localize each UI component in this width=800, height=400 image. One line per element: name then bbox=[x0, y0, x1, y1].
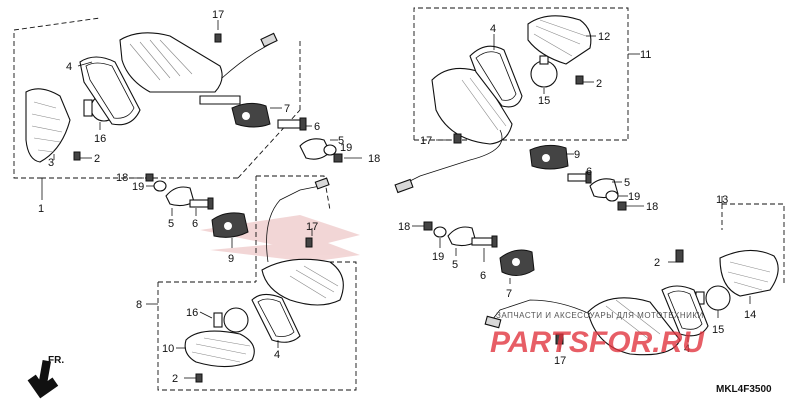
label-18-a: 18 bbox=[368, 153, 380, 165]
callout-labels: 1 2 2 2 2 3 4 4 4 4 5 5 5 5 6 6 6 6 7 7 … bbox=[38, 9, 756, 385]
diagram-code: MKL4F3500 bbox=[716, 384, 772, 395]
label-7-b: 7 bbox=[506, 288, 512, 300]
lens-3 bbox=[25, 88, 71, 163]
group-13-rear-right-winker bbox=[484, 196, 785, 356]
label-2-c: 2 bbox=[654, 257, 660, 269]
label-5-a: 5 bbox=[338, 135, 344, 147]
gasket-4c bbox=[469, 45, 523, 108]
washer-19 bbox=[323, 144, 337, 156]
group-8-rear-left-winker bbox=[146, 175, 357, 391]
label-4-d: 4 bbox=[684, 343, 690, 355]
label-2-a: 2 bbox=[94, 153, 100, 165]
label-1: 1 bbox=[38, 203, 44, 215]
watermark-brand: PARTSFOR.RU bbox=[490, 326, 705, 359]
label-6-c: 6 bbox=[586, 166, 592, 178]
group-1-front-left-winker bbox=[13, 17, 301, 200]
gasket-4b bbox=[251, 293, 301, 343]
label-10: 10 bbox=[162, 343, 174, 355]
label-12: 12 bbox=[598, 31, 610, 43]
group-11-mount-parts bbox=[529, 144, 644, 211]
label-18-c: 18 bbox=[646, 201, 658, 213]
direction-label: FR. bbox=[48, 355, 64, 366]
label-19-c: 19 bbox=[628, 191, 640, 203]
label-4-c: 4 bbox=[274, 349, 280, 361]
housing-13 bbox=[587, 297, 681, 356]
label-5-b: 5 bbox=[168, 218, 174, 230]
mount-rubber-7 bbox=[231, 102, 271, 128]
label-4-a: 4 bbox=[66, 61, 72, 73]
label-17-a: 17 bbox=[212, 9, 224, 21]
label-15-b: 15 bbox=[712, 324, 724, 336]
label-8: 8 bbox=[136, 299, 142, 311]
background-logo bbox=[200, 215, 360, 262]
screw-17 bbox=[214, 33, 222, 43]
label-16-b: 16 bbox=[186, 307, 198, 319]
gasket-4 bbox=[79, 56, 141, 126]
nut-18 bbox=[333, 153, 343, 163]
label-6-d: 6 bbox=[480, 270, 486, 282]
label-7-a: 7 bbox=[284, 103, 290, 115]
front-direction-arrow bbox=[27, 360, 59, 399]
gasket-4d bbox=[661, 285, 709, 337]
lower-center-mount bbox=[412, 221, 535, 284]
label-5-c: 5 bbox=[624, 177, 630, 189]
bolt-6 bbox=[277, 119, 301, 129]
label-3: 3 bbox=[48, 157, 54, 169]
watermark-tagline: ЗАПЧАСТИ И АКСЕССУАРЫ ДЛЯ МОТОТЕХНИКИ bbox=[496, 311, 704, 320]
label-19-d: 19 bbox=[432, 251, 444, 263]
center-mount-set bbox=[132, 173, 249, 248]
label-11: 11 bbox=[640, 49, 651, 61]
bulb-15 bbox=[530, 60, 558, 88]
housing-8 bbox=[261, 258, 344, 306]
group-11-front-right-winker bbox=[394, 7, 640, 194]
label-19-a: 19 bbox=[340, 142, 352, 154]
lens-12 bbox=[527, 15, 592, 65]
bulb-16b bbox=[223, 307, 249, 333]
label-16-a: 16 bbox=[94, 133, 106, 145]
label-9-a: 9 bbox=[228, 253, 234, 265]
group-1-mount-parts bbox=[231, 102, 362, 163]
label-6-a: 6 bbox=[314, 121, 320, 133]
label-17-c: 17 bbox=[306, 221, 318, 233]
label-17-b: 17 bbox=[420, 135, 432, 147]
label-13: 13 bbox=[716, 194, 728, 206]
label-17-d: 17 bbox=[554, 355, 566, 367]
bulb-15b bbox=[705, 285, 731, 311]
label-9-b: 9 bbox=[574, 149, 580, 161]
label-15-a: 15 bbox=[538, 95, 550, 107]
lens-14 bbox=[719, 249, 779, 297]
label-5-d: 5 bbox=[452, 259, 458, 271]
label-18-b: 18 bbox=[116, 172, 128, 184]
label-2-b: 2 bbox=[596, 78, 602, 90]
label-4-b: 4 bbox=[490, 23, 496, 35]
label-2-d: 2 bbox=[172, 373, 178, 385]
housing bbox=[119, 32, 223, 93]
label-14: 14 bbox=[744, 309, 756, 321]
label-18-d: 18 bbox=[398, 221, 410, 233]
label-6-b: 6 bbox=[192, 218, 198, 230]
housing-11 bbox=[431, 67, 513, 145]
label-19-b: 19 bbox=[132, 181, 144, 193]
